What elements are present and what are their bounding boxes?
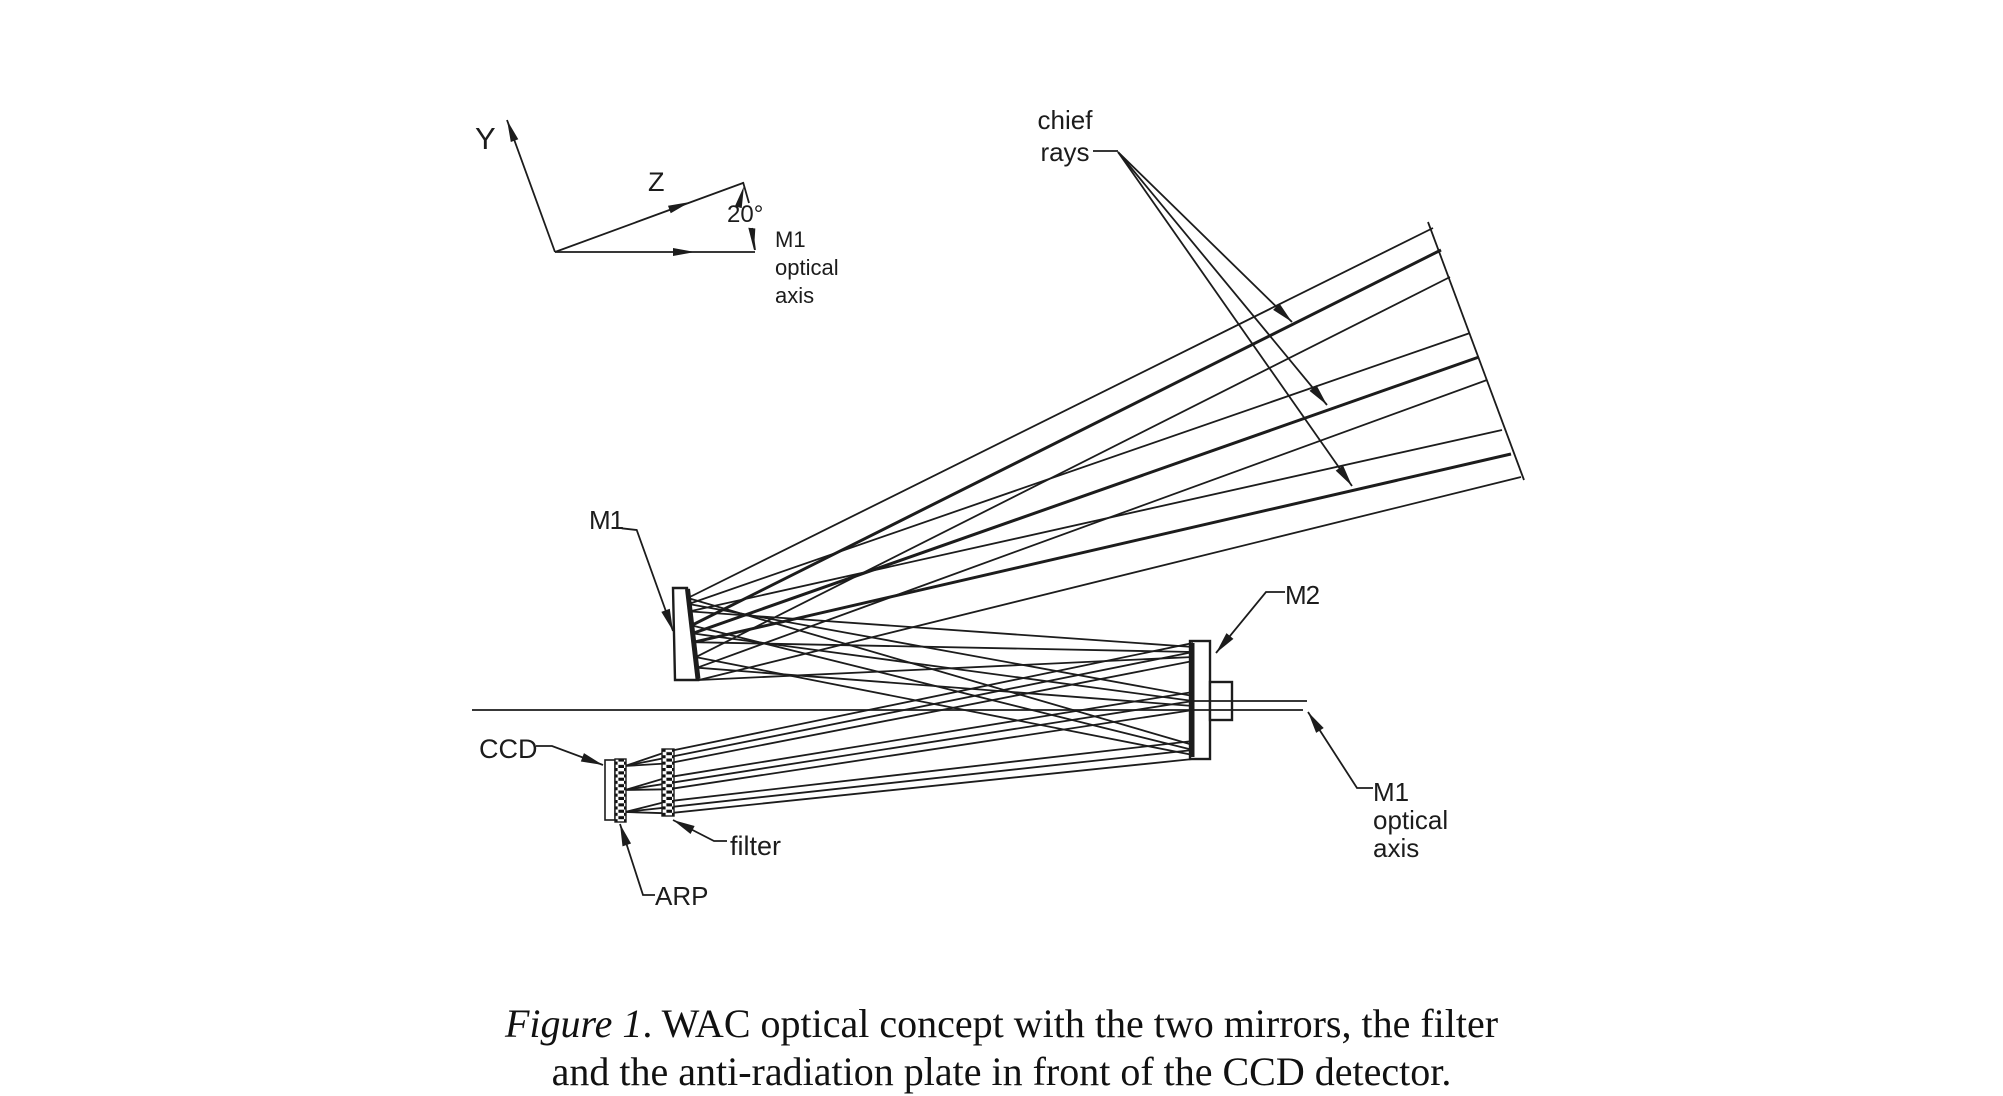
ccd-leader (536, 745, 604, 766)
m1-optical-axis-label-right: M1 optical axis (1373, 777, 1449, 863)
arp-plate (614, 758, 627, 823)
m1-axis-arrow-icon (673, 248, 695, 256)
m2-label: M2 (1285, 580, 1320, 610)
m1-optical-axis-label-top: M1 optical axis (775, 227, 839, 308)
figure-caption: Figure 1. WAC optical concept with the t… (0, 1000, 2003, 1096)
angle-arrow-top-icon (734, 186, 744, 209)
arp-label: ARP (655, 881, 709, 911)
chief-ray-b (692, 355, 1480, 635)
chief-ray-c (693, 452, 1512, 644)
caption-figure-number: Figure 1 (504, 1001, 643, 1046)
m2-mirror (1188, 639, 1234, 761)
arp-leader (619, 823, 655, 896)
leader-lines (536, 150, 1373, 896)
chief-ray-leader-1 (1117, 151, 1293, 323)
coordinate-axes (506, 119, 756, 256)
y-axis-label: Y (475, 121, 496, 156)
caption-line-1: Figure 1. WAC optical concept with the t… (504, 1001, 1499, 1046)
wavefront-line (1427, 221, 1525, 481)
m1-leader (621, 527, 674, 632)
z-axis-arrow-icon (668, 202, 690, 214)
caption-line-2: and the anti-radiation plate in front of… (551, 1049, 1452, 1094)
incoming-rays (687, 221, 1525, 681)
y-axis-arrow-icon (507, 120, 519, 142)
filter-label: filter (730, 831, 782, 861)
filter-leader (672, 819, 727, 842)
chief-ray-leader-2 (1117, 151, 1328, 406)
chief-rays-label: chief rays (1037, 105, 1093, 167)
chief-ray-leader-3 (1117, 151, 1353, 487)
m1-label: M1 (589, 505, 624, 535)
m2-leader (1215, 591, 1285, 654)
detector-assembly (604, 748, 675, 823)
angle-label: 20° (727, 201, 764, 228)
filter-plate (661, 748, 675, 817)
chief-ray-a (690, 248, 1442, 627)
ccd-box (604, 759, 616, 821)
angle-arrow-bottom-icon (748, 227, 756, 250)
ccd-label: CCD (479, 734, 538, 764)
z-axis-label: Z (648, 167, 665, 197)
m1-axis-leader (1307, 711, 1373, 789)
